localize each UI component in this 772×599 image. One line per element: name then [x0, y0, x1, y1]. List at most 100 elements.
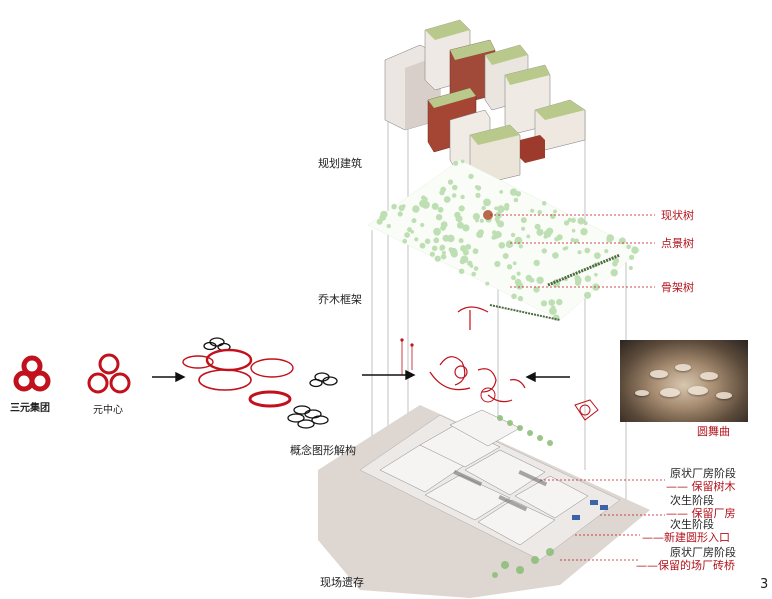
tree-dot — [577, 250, 582, 255]
tree-dot — [481, 205, 486, 211]
tree-dot — [574, 279, 582, 286]
tree-dot — [493, 233, 499, 239]
tree-dot — [458, 205, 465, 212]
tree-dot — [521, 226, 526, 231]
tree-dot — [626, 244, 631, 250]
tree-dot — [570, 217, 576, 223]
tree-dot — [494, 260, 501, 268]
tree-dot — [472, 213, 480, 221]
tree-dot — [584, 275, 592, 283]
tree-dot — [420, 222, 425, 228]
tree-dot — [550, 213, 556, 219]
layer-label-planned-buildings: 规划建筑 — [318, 157, 362, 170]
tree-dot — [553, 209, 557, 214]
tree-dot — [534, 223, 541, 230]
tree-dot — [458, 238, 464, 244]
sanyuan-group-logo-mark — [13, 355, 51, 392]
tree-dot — [631, 246, 639, 254]
tree-dot — [434, 255, 441, 262]
site-callout-2: 次生阶段 — [670, 494, 714, 507]
tree-dot — [567, 217, 572, 222]
tree-dot — [562, 246, 567, 251]
tree-dot — [435, 214, 443, 221]
tree-dot — [504, 202, 510, 209]
tree-dot — [411, 218, 417, 224]
tree-dot — [509, 188, 518, 196]
tree-dot — [548, 299, 555, 306]
tree-dot — [440, 253, 447, 260]
tree-dot — [476, 185, 482, 191]
tree-dot — [520, 217, 527, 224]
concept-pins — [401, 340, 413, 375]
tree-dot — [433, 237, 440, 244]
callout-framework-trees: 骨架树 — [661, 281, 694, 294]
sanyuan-group-caption: 三元集团 — [10, 403, 50, 414]
tree-dot — [525, 274, 532, 282]
tree-dot — [402, 238, 408, 244]
tree-dot — [511, 293, 517, 300]
tree-dot — [541, 248, 547, 254]
tree-dot — [473, 266, 479, 271]
tree-dot — [479, 218, 484, 223]
tree-dot — [552, 252, 559, 259]
tree-dot — [628, 265, 633, 271]
tree-dot — [471, 271, 477, 277]
tree-dot — [469, 264, 474, 268]
concept-shapes — [429, 306, 526, 403]
tree-dot — [570, 237, 575, 243]
tree-dot — [491, 230, 497, 235]
tree-dot — [530, 208, 535, 213]
tree-dot — [453, 160, 459, 166]
tree-dot — [533, 259, 540, 267]
tree-dot — [401, 204, 406, 209]
tree-dot — [511, 275, 516, 281]
tree-dot — [407, 227, 412, 233]
tree-dot — [505, 240, 514, 248]
tree-dot — [431, 245, 438, 252]
tree-dot — [448, 247, 454, 253]
tree-dot — [414, 237, 419, 242]
tree-dot — [499, 190, 504, 194]
site-callout-5: ——新建圆形入口 — [642, 531, 730, 544]
flow-arrows — [152, 369, 570, 383]
layer-label-tree-framework: 乔木框架 — [318, 293, 362, 306]
tree-dot — [540, 300, 548, 307]
planned-buildings-model — [384, 19, 586, 186]
tree-dot — [606, 234, 614, 242]
tree-dot — [439, 189, 445, 196]
tree-dot — [506, 264, 513, 270]
concept-pin-heads — [400, 338, 414, 347]
site-remains-plan — [318, 387, 650, 598]
tree-dot — [485, 281, 490, 286]
tree-dot — [514, 236, 523, 245]
tree-dot — [571, 228, 576, 233]
tree-dot — [594, 272, 598, 277]
tree-dot — [618, 237, 626, 245]
tree-dot — [461, 245, 466, 250]
tree-dot — [584, 291, 592, 299]
tree-dot — [584, 247, 591, 254]
tree-dot — [498, 242, 506, 249]
site-callout-6: 原状厂房阶段 — [670, 546, 736, 559]
tree-dot — [439, 244, 446, 251]
layer-label-concept-deconstruction: 概念图形解构 — [290, 444, 356, 457]
layer-label-site-remains: 现场遗存 — [320, 576, 364, 589]
tree-dot — [404, 232, 410, 238]
tree-dot — [577, 217, 585, 225]
tree-dot — [518, 244, 523, 249]
callout-existing-trees: 现状树 — [661, 209, 694, 222]
site-callout-lines — [540, 479, 665, 561]
tree-dot — [546, 227, 554, 235]
tree-dot — [433, 227, 441, 236]
deconstructed-rings — [182, 337, 338, 429]
tree-dot — [455, 215, 463, 223]
tree-dot — [460, 159, 465, 164]
tree-dot — [513, 197, 519, 203]
tree-dot — [397, 211, 403, 217]
tree-dot — [443, 196, 451, 203]
site-callout-1: —— 保留树木 — [666, 480, 736, 493]
tree-callout-lines — [490, 214, 655, 288]
tree-dot — [510, 232, 516, 238]
tree-dot — [515, 282, 524, 290]
tree-dot — [452, 184, 458, 191]
